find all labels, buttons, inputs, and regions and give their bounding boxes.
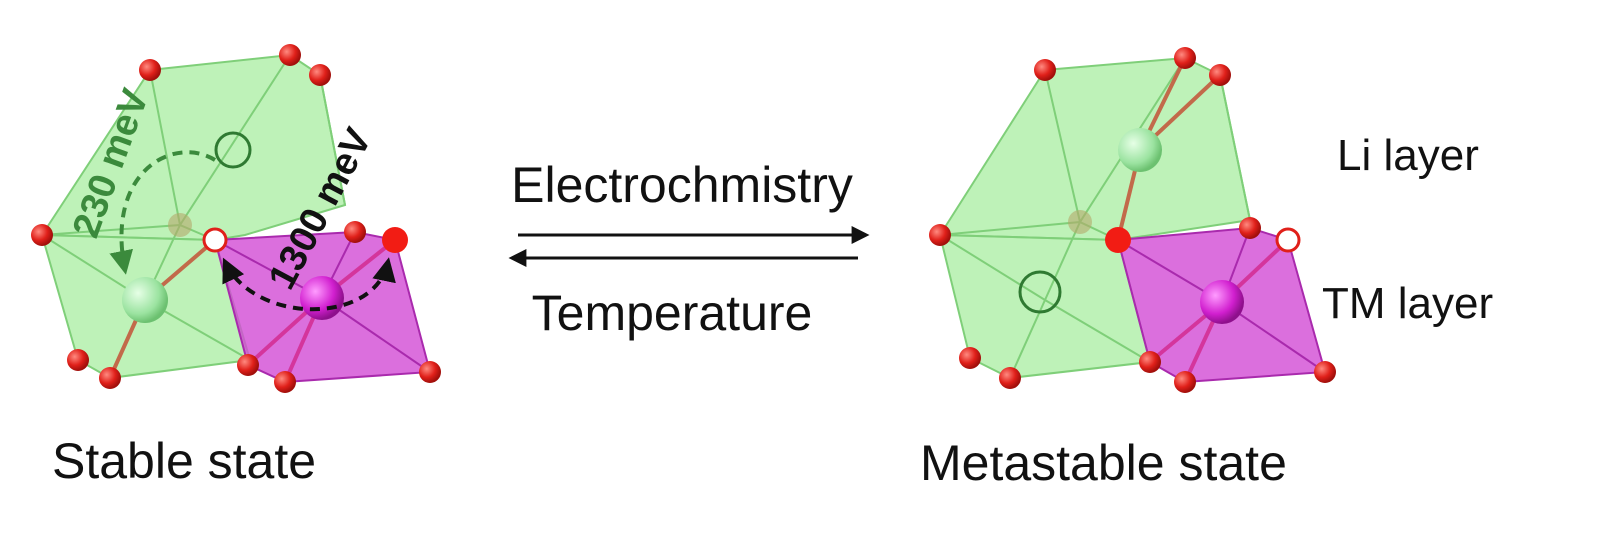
li-atom	[1118, 128, 1162, 172]
backward-label: Temperature	[532, 285, 813, 341]
metastable-state-caption: Metastable state	[920, 435, 1287, 491]
oxygen-highlight-atom	[382, 227, 408, 253]
oxygen-vacancy-icon	[202, 227, 228, 253]
li-vacancy-icon	[1018, 270, 1062, 314]
li-atom-hidden	[168, 213, 192, 237]
oxygen-atoms	[31, 44, 441, 393]
tm-migration-arrow	[222, 257, 396, 312]
equilibrium-arrows: Electrochmistry Temperature	[508, 157, 870, 341]
tm-atom	[1200, 280, 1244, 324]
tm-layer-label: TM layer	[1322, 279, 1493, 328]
tm-atom	[300, 276, 344, 320]
li-layer-label: Li layer	[1337, 131, 1479, 180]
metastable-structure	[929, 47, 1336, 393]
oxygen-vacancy-icon	[1275, 227, 1301, 253]
oxygen-highlight-atom	[1105, 227, 1131, 253]
oxygen-atoms	[929, 47, 1336, 393]
stable-state-caption: Stable state	[52, 433, 316, 489]
forward-label: Electrochmistry	[511, 157, 853, 213]
li-migration-arrow	[109, 150, 217, 275]
stable-structure: 230 meV 1300 meV	[31, 44, 441, 393]
li-atom-hidden	[1068, 210, 1092, 234]
li-atom	[122, 277, 168, 323]
li-vacancy-icon	[214, 131, 252, 169]
